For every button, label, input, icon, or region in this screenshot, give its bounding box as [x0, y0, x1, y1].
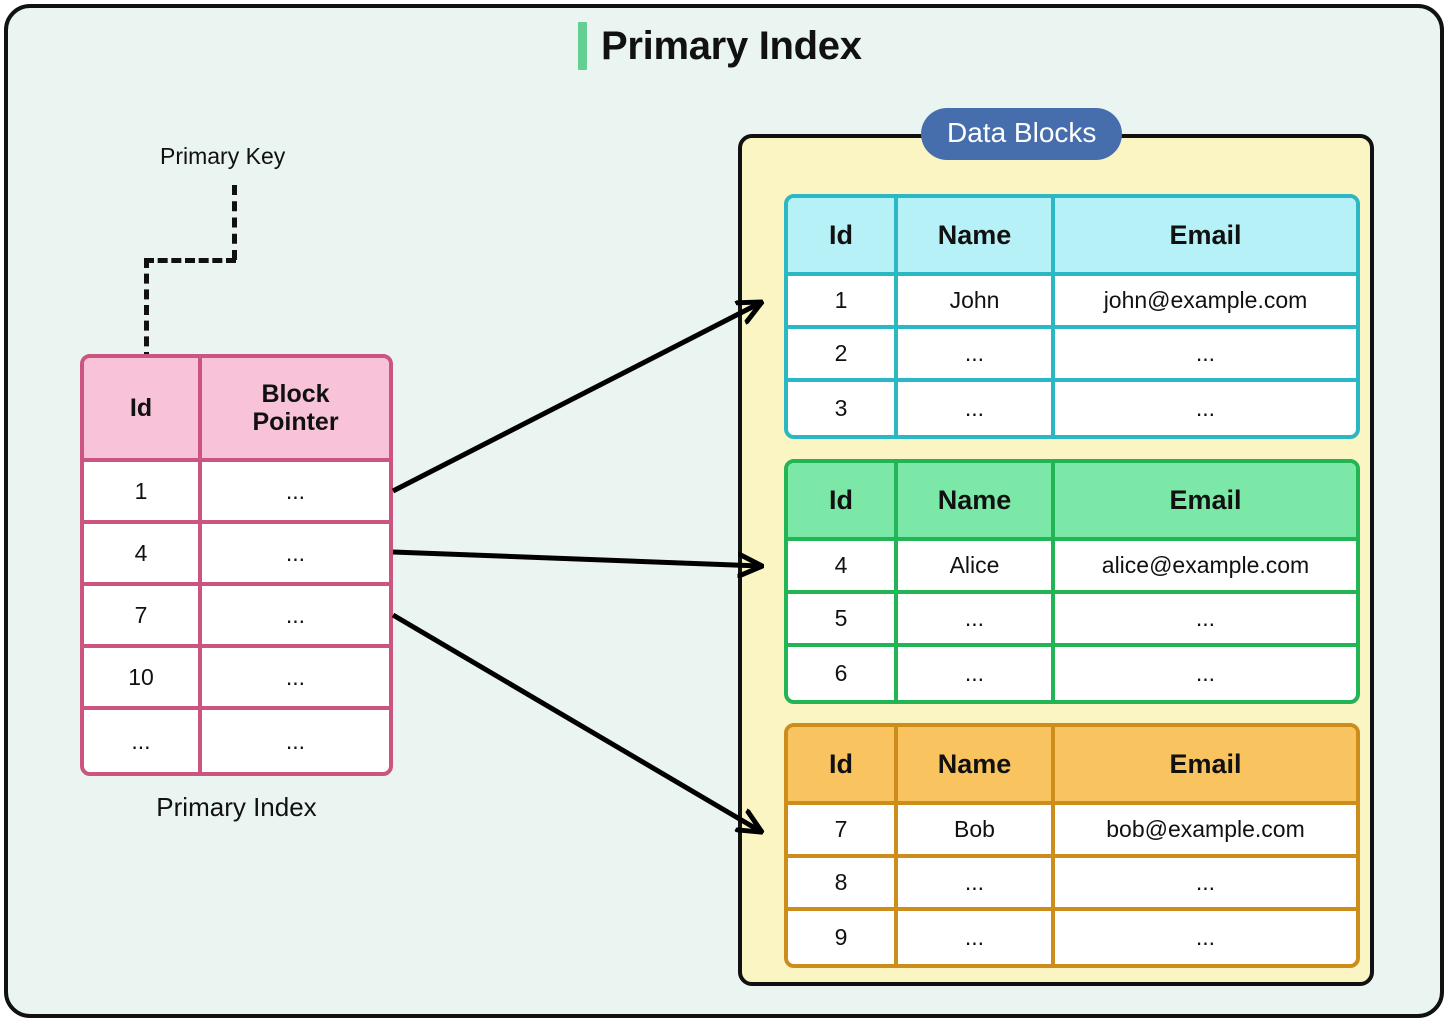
table-row: 8 ... ...	[788, 858, 1356, 911]
page-title-text: Primary Index	[601, 23, 862, 68]
block-cell-name: John	[898, 276, 1055, 329]
data-block-3: Id Name Email 7 Bob bob@example.com 8 ..…	[784, 723, 1360, 968]
primary-key-label: Primary Key	[160, 143, 286, 169]
primary-key-connector-segment-3	[144, 258, 149, 362]
block-cell-id: 1	[788, 276, 898, 329]
block-header-email: Email	[1055, 727, 1356, 805]
primary-key-connector-segment-2	[144, 258, 236, 263]
table-row: 5 ... ...	[788, 594, 1356, 647]
index-header-block-pointer-line1: Block	[261, 380, 330, 408]
block-header-email: Email	[1055, 198, 1356, 276]
table-row: ... ...	[84, 710, 389, 772]
block-header-name: Name	[898, 727, 1055, 805]
block-cell-name: ...	[898, 647, 1055, 700]
block-cell-id: 8	[788, 858, 898, 911]
index-cell-pointer: ...	[202, 462, 389, 524]
block-cell-email: ...	[1195, 395, 1216, 421]
block-header-id: Id	[788, 727, 898, 805]
index-header-block-pointer: Block Pointer	[202, 358, 389, 462]
index-cell-id: 1	[84, 462, 202, 524]
primary-index-table: Id Block Pointer 1 ... 4 ... 7 ... 10 ..…	[80, 354, 393, 776]
block-cell-email: ...	[1055, 594, 1356, 647]
block-cell-id: 2	[788, 329, 898, 382]
block-cell-name: ...	[898, 858, 1055, 911]
block-cell-name: Alice	[898, 541, 1055, 594]
block-cell-email: bob@example.com	[1055, 805, 1356, 858]
data-block-1: Id Name Email 1 John john@example.com 2 …	[784, 194, 1360, 439]
index-cell-id: 10	[84, 648, 202, 710]
table-row: 4 ...	[84, 524, 389, 586]
page-title: Primary Index	[578, 22, 862, 70]
block-header-row: Id Name Email	[788, 198, 1356, 276]
block-cell-name: ...	[898, 382, 1055, 435]
block-header-email: Email	[1055, 463, 1356, 541]
table-row: 4 Alice alice@example.com	[788, 541, 1356, 594]
block-header-row: Id Name Email	[788, 463, 1356, 541]
table-row: 7 Bob bob@example.com	[788, 805, 1356, 858]
index-header-id: Id	[84, 358, 202, 462]
block-cell-id: 5	[788, 594, 898, 647]
title-accent-bar	[578, 22, 587, 70]
data-blocks-badge: Data Blocks	[921, 108, 1123, 160]
block-header-id: Id	[788, 198, 898, 276]
index-cell-pointer: ...	[202, 586, 389, 648]
block-cell-id: 7	[788, 805, 898, 858]
block-cell-id: 9	[788, 911, 898, 964]
block-cell-name: Bob	[898, 805, 1055, 858]
block-cell-email: ...	[1055, 858, 1356, 911]
index-cell-pointer: ...	[202, 524, 389, 586]
index-cell-id: ...	[84, 710, 202, 772]
block-cell-name: ...	[898, 329, 1055, 382]
block-cell-id: 3	[788, 382, 898, 435]
index-cell-pointer: ...	[285, 727, 306, 754]
index-header-block-pointer-line2: Pointer	[252, 408, 339, 436]
primary-index-caption: Primary Index	[156, 792, 317, 822]
data-blocks-panel: Id Name Email 1 John john@example.com 2 …	[738, 134, 1374, 986]
block-header-name: Name	[898, 198, 1055, 276]
table-row: 2 ... ...	[788, 329, 1356, 382]
table-row: 1 ...	[84, 462, 389, 524]
block-header-row: Id Name Email	[788, 727, 1356, 805]
block-cell-email: ...	[1055, 329, 1356, 382]
index-header-row: Id Block Pointer	[84, 358, 389, 462]
table-row: 9 ... ...	[788, 911, 1356, 964]
primary-key-connector-segment-1	[232, 185, 237, 260]
block-cell-id: 6	[788, 647, 898, 700]
table-row: 6 ... ...	[788, 647, 1356, 700]
block-cell-name: ...	[898, 911, 1055, 964]
index-cell-id: 4	[84, 524, 202, 586]
table-row: 10 ...	[84, 648, 389, 710]
block-cell-id: 4	[788, 541, 898, 594]
table-row: 3 ... ...	[788, 382, 1356, 435]
block-cell-email: alice@example.com	[1055, 541, 1356, 594]
block-header-name: Name	[898, 463, 1055, 541]
data-block-2: Id Name Email 4 Alice alice@example.com …	[784, 459, 1360, 704]
table-row: 1 John john@example.com	[788, 276, 1356, 329]
block-header-id: Id	[788, 463, 898, 541]
index-cell-id: 7	[84, 586, 202, 648]
block-cell-email: ...	[1195, 660, 1216, 686]
block-cell-name: ...	[898, 594, 1055, 647]
index-cell-pointer: ...	[202, 648, 389, 710]
table-row: 7 ...	[84, 586, 389, 648]
block-cell-email: ...	[1195, 924, 1216, 950]
block-cell-email: john@example.com	[1055, 276, 1356, 329]
